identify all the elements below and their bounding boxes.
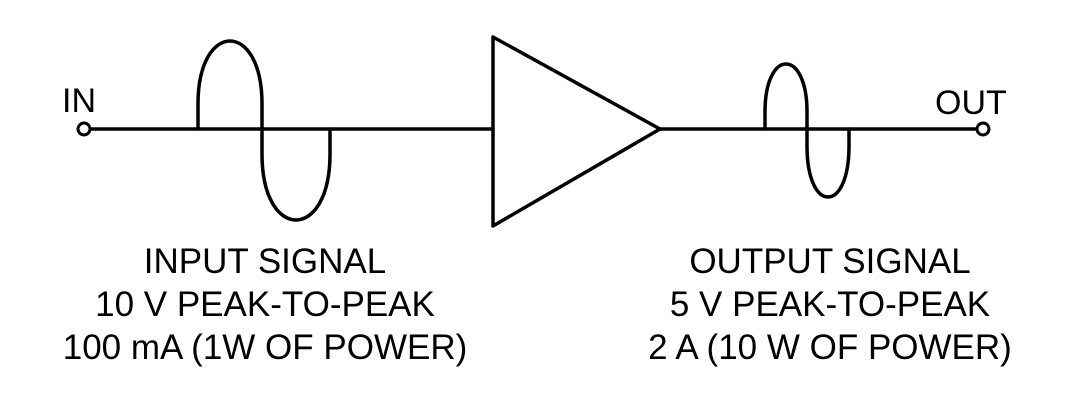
output-sine-wave [763, 62, 851, 199]
output-terminal-label: OUT [935, 84, 1007, 122]
amplifier-triangle [491, 35, 662, 228]
input-sine-wave [196, 39, 332, 222]
input-caption-power: 100 mA (1W OF POWER) [63, 328, 468, 367]
input-caption-voltage: 10 V PEAK-TO-PEAK [95, 285, 435, 324]
output-caption-power: 2 A (10 W OF POWER) [648, 328, 1012, 367]
output-terminal [975, 121, 991, 137]
input-terminal-label: IN [62, 82, 96, 120]
output-caption-voltage: 5 V PEAK-TO-PEAK [670, 285, 990, 324]
output-caption-title: OUTPUT SIGNAL [689, 242, 970, 281]
input-terminal [76, 121, 92, 137]
input-caption-title: INPUT SIGNAL [144, 242, 386, 281]
